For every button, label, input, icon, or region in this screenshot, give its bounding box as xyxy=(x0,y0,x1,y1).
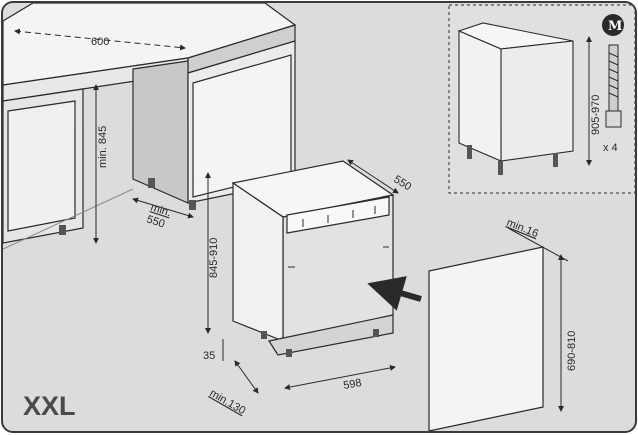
diagram-canvas: 600 min. 845 min. 550 550 845-910 35 xyxy=(3,3,635,431)
plinth xyxy=(268,314,394,356)
appliance-height-dimension: 845-910 xyxy=(205,172,220,334)
plinth-gap-dimension: min.130 xyxy=(208,360,259,417)
inset-badge xyxy=(602,14,624,36)
dishwasher-feet xyxy=(261,329,379,357)
mounting-arrow xyxy=(367,276,422,311)
foot-height-label: 35 xyxy=(203,350,215,362)
dishwasher xyxy=(231,160,395,356)
adjustable-foot-icon xyxy=(605,44,622,128)
foot-height-dimension: 35 xyxy=(203,339,224,362)
door-height-label: 690-810 xyxy=(566,331,578,371)
door-height-dimension: 690-810 xyxy=(558,254,578,412)
cabinet-height-label: min. 845 xyxy=(97,126,109,168)
dishwasher-fixings xyxy=(288,206,389,268)
floor-line xyxy=(3,188,134,250)
plinth-gap-label: min.130 xyxy=(208,387,248,417)
counter-depth-dimension: 600 xyxy=(14,28,186,51)
door-thickness-label: min.16 xyxy=(505,217,540,240)
door-panel-face xyxy=(428,246,544,431)
counter-depth-label: 600 xyxy=(91,36,109,48)
inset-height-label: 905-970 xyxy=(590,95,602,135)
cabinet-height-dimension: min. 845 xyxy=(93,84,109,244)
left-cabinet-door xyxy=(7,100,76,232)
inset-appliance-front xyxy=(500,40,574,162)
feet-quantity-label: x 4 xyxy=(603,142,618,154)
right-cabinet-side xyxy=(132,60,189,204)
niche-depth-dimension: min. 550 xyxy=(132,197,194,231)
appliance-width-label: 598 xyxy=(342,377,362,392)
niche-depth-label-2: 550 xyxy=(145,213,166,230)
inset-badge-letter: M xyxy=(608,19,622,34)
appliance-width-dimension: 598 xyxy=(284,364,396,392)
door-panel xyxy=(428,246,544,431)
inset-appliance-side xyxy=(458,30,502,162)
appliance-height-label: 845-910 xyxy=(208,238,220,278)
inset-feet xyxy=(467,145,558,175)
inset-detail: 905-970 M x 4 xyxy=(448,4,635,194)
model-label: XXL xyxy=(23,391,76,421)
control-strip xyxy=(286,196,390,234)
